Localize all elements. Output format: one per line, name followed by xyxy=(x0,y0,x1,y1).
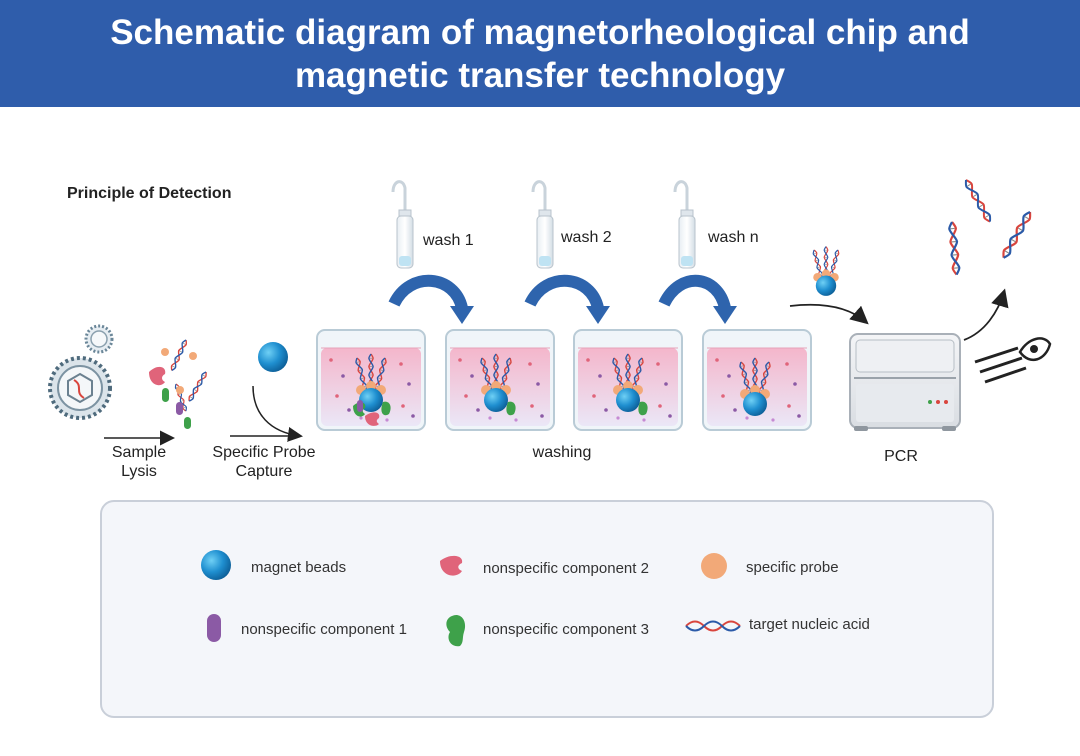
pcr-label: PCR xyxy=(884,448,918,465)
sample-lysis-label: Sample Lysis xyxy=(111,444,167,480)
page-title: Schematic diagram of magnetorheological … xyxy=(110,12,970,95)
transfer-arrow-3 xyxy=(658,274,737,324)
nonspecific-component-2-icon xyxy=(440,555,463,576)
wash-1-label: wash 1 xyxy=(423,232,474,249)
result-arrow xyxy=(963,288,1009,341)
transfer-arrow-2 xyxy=(524,274,610,324)
lysis-debris-icon xyxy=(149,338,209,429)
washing-label: washing xyxy=(532,444,592,461)
transfer-arrow-1 xyxy=(388,274,474,324)
eye-icon xyxy=(974,337,1052,384)
workflow-diagram xyxy=(48,177,1052,446)
legend-nonspecific-3: nonspecific component 3 xyxy=(483,621,649,638)
dna-icon xyxy=(685,620,741,632)
legend-panel xyxy=(100,500,994,718)
small-virus-icon xyxy=(84,324,114,354)
legend-target-nucleic-acid: target nucleic acid xyxy=(749,616,870,633)
pcr-machine-icon xyxy=(849,333,961,431)
principle-label: Principle of Detection xyxy=(67,185,232,202)
pcr-arrow xyxy=(789,303,869,325)
legend-magnet-beads: magnet beads xyxy=(251,559,347,576)
wash-n-label: wash n xyxy=(708,229,759,246)
nonspecific-component-3-icon xyxy=(446,614,466,647)
legend-nonspecific-2: nonspecific component 2 xyxy=(483,560,649,577)
beaker-3 xyxy=(573,329,683,431)
beaker-2 xyxy=(445,329,555,431)
legend-specific-probe: specific probe xyxy=(746,559,839,576)
virus-icon xyxy=(48,356,112,420)
beaker-1 xyxy=(316,329,426,431)
capture-arrow-curve xyxy=(252,385,303,442)
nonspecific-component-1-icon xyxy=(207,614,221,642)
magnet-bead-icon xyxy=(258,342,288,372)
legend-nonspecific-1: nonspecific component 1 xyxy=(241,621,407,638)
magnet-bead-icon xyxy=(201,550,231,580)
specific-probe-icon xyxy=(701,553,727,579)
probe-capture-label: Specific Probe Capture xyxy=(212,444,316,480)
title-banner: Schematic diagram of magnetorheological … xyxy=(0,0,1080,107)
wash-2-label: wash 2 xyxy=(561,229,612,246)
